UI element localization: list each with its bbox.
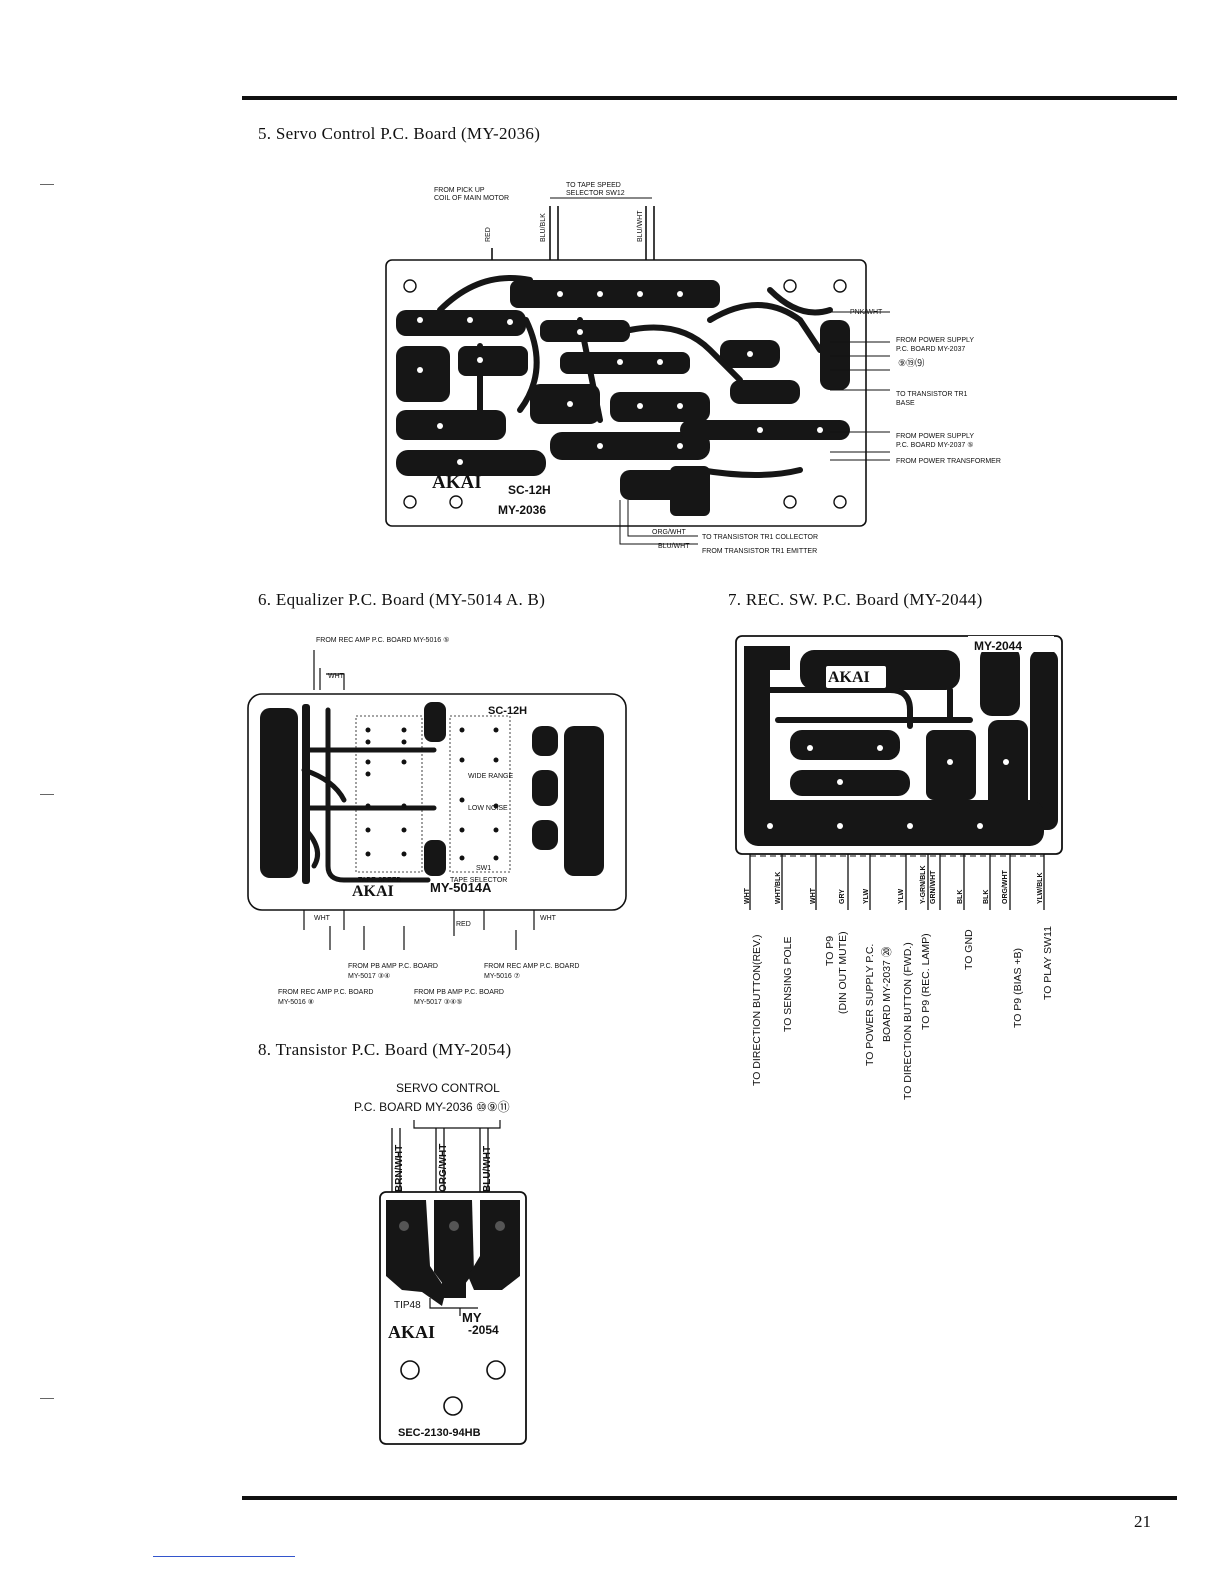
rec-sw-destination: BOARD MY-2037 ⑳ (881, 946, 893, 1042)
rec-sw-wire-label: Y-GRN/BLK (920, 866, 927, 905)
servo-label-pcb-2037-1: P.C. BOARD MY-2037 (896, 346, 965, 353)
servo-label-refs-1: ⑨⑲⑼ (898, 357, 924, 368)
transistor-part: TIP48 (394, 1300, 421, 1311)
servo-wire-org-wht: ORG/WHT (652, 529, 687, 536)
margin-mark (40, 1398, 54, 1399)
rec-sw-destination: TO PLAY SW11 (1042, 926, 1054, 1000)
rec-sw-brand: AKAI (828, 669, 870, 686)
eq-label-tape-selector: TAPE SELECTOR (450, 877, 507, 884)
rec-sw-destination: TO POWER SUPPLY P.C. (864, 944, 876, 1066)
rec-sw-wire-label: BLK (957, 890, 964, 904)
servo-code: SC-12H (508, 483, 551, 497)
rec-sw-board-diagram: AKAI MY-2044 WHT WHT/BLK WHT GRY YLW YLW… (735, 635, 1063, 1100)
servo-board-diagram: FROM PICK UP COIL OF MAIN MOTOR TO TAPE … (385, 182, 1001, 555)
eq-label-my5016-b: MY-5016 ⑧ (278, 998, 314, 1006)
eq-label-my5017-2: MY-5017 ③④⑤ (414, 998, 463, 1006)
rec-sw-wire-label: YLW (898, 888, 905, 904)
rec-sw-wire-label: GRY (839, 889, 846, 904)
rec-sw-destination: TO DIRECTION BUTTON (FWD.) (902, 942, 914, 1100)
rec-sw-wire-label: YLW/BLK (1037, 873, 1044, 905)
servo-model: MY-2036 (498, 503, 546, 517)
rec-sw-destination: TO DIRECTION BUTTON(REV.) (751, 935, 763, 1087)
rec-sw-destination: TO P9 (REC. LAMP) (920, 933, 932, 1030)
rec-sw-wire-label: ORG/WHT (1002, 869, 1009, 904)
servo-wire-pnk-wht: PNK/WHT (850, 309, 883, 316)
servo-wire-blu-wht: BLU/WHT (637, 210, 644, 242)
eq-label-from-rec-top: FROM REC AMP P.C. BOARD MY-5016 ⑤ (316, 636, 449, 644)
transistor-board-diagram: SERVO CONTROL P.C. BOARD MY-2036 ⑩⑨⑪ BRN… (354, 1081, 527, 1445)
rec-sw-model: MY-2044 (974, 639, 1022, 653)
transistor-model-top: MY (462, 1310, 482, 1325)
servo-caption: 5. Servo Control P.C. Board (MY-2036) (258, 124, 541, 143)
servo-wire-red: RED (485, 227, 492, 242)
rec-sw-wire-label: WHT/BLK (775, 872, 782, 904)
rec-sw-destination: (DIN OUT MUTE) (837, 931, 849, 1014)
servo-label-from-ps-2: FROM POWER SUPPLY (896, 433, 974, 440)
eq-label-from-pb-1: FROM PB AMP P.C. BOARD (348, 963, 438, 970)
eq-wire-wht-2: WHT (540, 915, 557, 922)
transistor-header-2: P.C. BOARD MY-2036 ⑩⑨⑪ (354, 1100, 510, 1114)
servo-label-from-ps-1: FROM POWER SUPPLY (896, 337, 974, 344)
transistor-wire-org-wht: ORG/WHT (438, 1144, 449, 1192)
eq-wire-wht-1: WHT (314, 915, 331, 922)
rec-sw-caption: 7. REC. SW. P.C. Board (MY-2044) (728, 590, 983, 609)
transistor-code: SEC-2130-94HB (398, 1427, 481, 1439)
transistor-brand: AKAI (388, 1322, 435, 1342)
eq-label-my5017-1: MY-5017 ③④ (348, 972, 390, 980)
top-rule (242, 96, 1177, 100)
page-number: 21 (1134, 1512, 1151, 1531)
servo-wire-blu-blk: BLU/BLK (540, 213, 547, 242)
servo-label-from-transformer: FROM POWER TRANSFORMER (896, 458, 1001, 465)
servo-brand: AKAI (432, 472, 482, 493)
rec-sw-wire-group (749, 854, 1045, 910)
eq-label-sw1: SW1 (476, 865, 491, 872)
transistor-wire-blu-wht: BLU/WHT (482, 1146, 493, 1192)
link-underline (153, 1556, 295, 1557)
equalizer-caption: 6. Equalizer P.C. Board (MY-5014 A. B) (258, 590, 546, 609)
rec-sw-destinations: TO DIRECTION BUTTON(REV.) TO SENSING POL… (751, 926, 1054, 1100)
rec-sw-destination: TO P9 (BIAS +B) (1012, 948, 1024, 1028)
margin-mark (40, 794, 54, 795)
bottom-rule (242, 1496, 1177, 1500)
transistor-model-bottom: -2054 (468, 1323, 499, 1337)
servo-label-from-emitter: FROM TRANSISTOR TR1 EMITTER (702, 548, 817, 555)
rec-sw-wire-label: BLK (983, 890, 990, 904)
servo-label-to-tr1-base: TO TRANSISTOR TR1 (896, 391, 968, 398)
rec-sw-destination: TO GND (963, 929, 975, 970)
rec-sw-destination: TO P9 (824, 936, 836, 966)
servo-label-selector: SELECTOR SW12 (566, 190, 625, 197)
eq-label-from-rec-right: FROM REC AMP P.C. BOARD (484, 963, 579, 970)
rec-sw-destination: TO SENSING POLE (782, 937, 794, 1033)
eq-brand: AKAI (352, 883, 394, 900)
eq-label-wide-range: WIDE RANGE (468, 773, 513, 780)
servo-label-from-pickup: FROM PICK UP (434, 187, 485, 194)
margin-mark (40, 184, 54, 185)
rec-sw-wire-labels: WHT WHT/BLK WHT GRY YLW YLW GRN/WHT Y-GR… (744, 866, 1044, 905)
rec-sw-wire-label: WHT (744, 887, 751, 904)
equalizer-board-diagram: FROM REC AMP P.C. BOARD MY-5016 ⑤ WHT WI… (247, 636, 627, 1006)
servo-label-to-tape-speed: TO TAPE SPEED (566, 182, 621, 189)
transistor-header-1: SERVO CONTROL (396, 1081, 500, 1095)
servo-label-to-collector: TO TRANSISTOR TR1 COLLECTOR (702, 534, 818, 541)
rec-sw-wire-label: WHT (810, 887, 817, 904)
eq-label-from-pb-2: FROM PB AMP P.C. BOARD (414, 989, 504, 996)
eq-label-my5016-r: MY-5016 ⑦ (484, 972, 520, 980)
eq-wire-red: RED (456, 921, 471, 928)
servo-wire-blu-wht-2: BLU/WHT (658, 543, 690, 550)
servo-label-coil: COIL OF MAIN MOTOR (434, 195, 509, 202)
eq-model: MY-5014A (430, 880, 492, 895)
eq-label-tape-speed: TAPE SPEED (358, 877, 401, 884)
transistor-caption: 8. Transistor P.C. Board (MY-2054) (258, 1040, 512, 1059)
servo-label-base: BASE (896, 400, 915, 407)
eq-label-low-noise: LOW NOISE (468, 805, 508, 812)
transistor-wire-brn-wht: BRN/WHT (394, 1145, 405, 1192)
eq-code: SC-12H (488, 705, 527, 717)
rec-sw-wire-label: GRN/WHT (930, 870, 937, 904)
rec-sw-wire-label: YLW (863, 888, 870, 904)
servo-label-pcb-2037-2: P.C. BOARD MY-2037 ⑤ (896, 441, 973, 449)
eq-wire-wht-top: WHT (328, 673, 345, 680)
eq-label-from-rec-bottom: FROM REC AMP P.C. BOARD (278, 989, 373, 996)
